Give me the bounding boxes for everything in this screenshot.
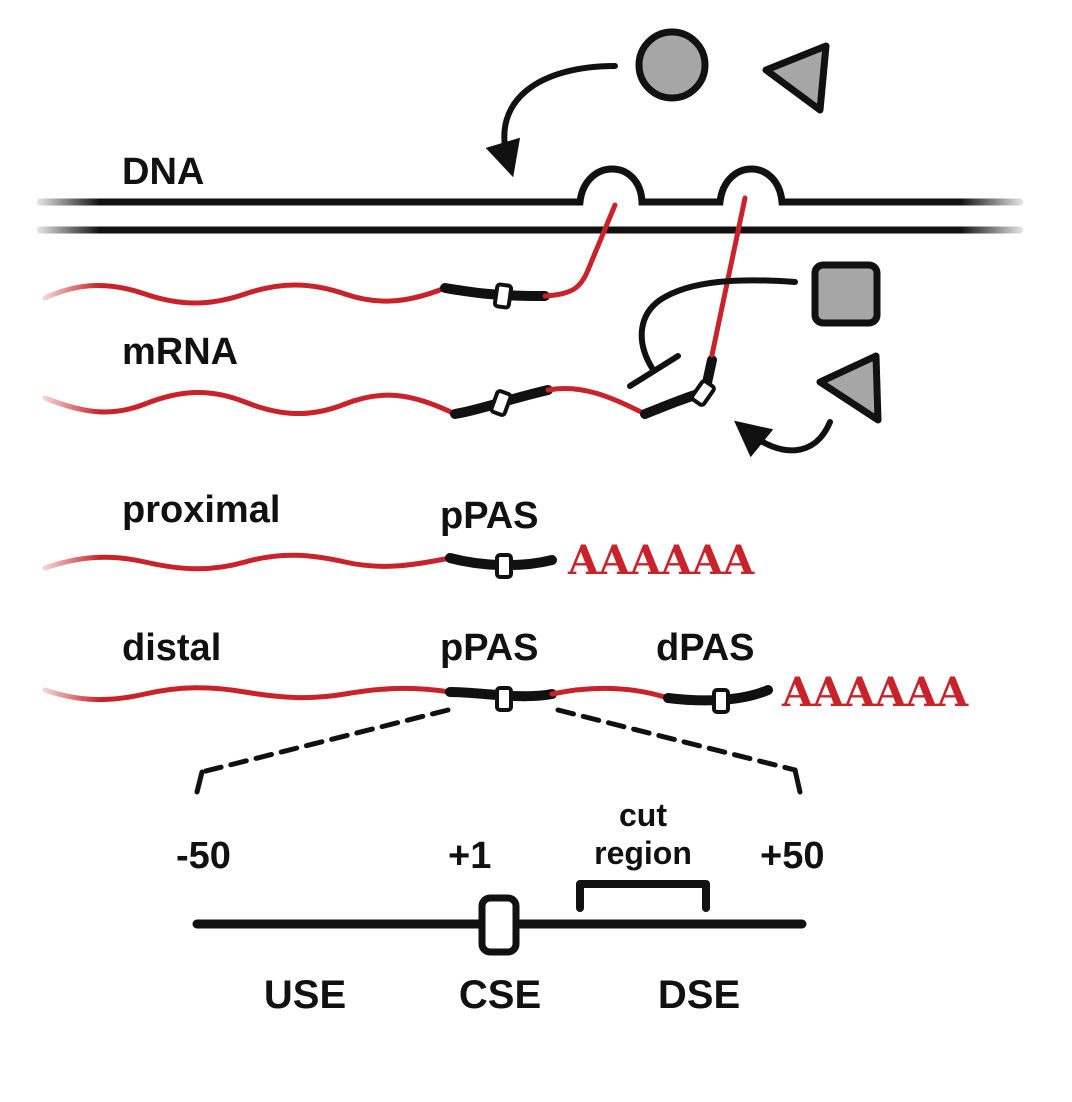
cse-box — [478, 894, 520, 956]
factor-tether-bar — [627, 353, 681, 389]
mrna-label: mRNA — [122, 331, 238, 373]
pas-element-line — [192, 894, 807, 956]
proximal-label: proximal — [122, 489, 280, 531]
cut-region-label-line2: region — [594, 835, 692, 871]
zoom-guides — [194, 707, 803, 795]
position-minus50: -50 — [176, 835, 231, 877]
cut-region-bracket — [576, 880, 710, 912]
polya-tail-distal: AAAAAA — [781, 669, 969, 716]
dna-label: DNA — [122, 151, 204, 193]
ppas-label-distal: pPAS — [440, 627, 539, 669]
proximal-isoform — [30, 545, 557, 585]
dse-label: DSE — [658, 973, 740, 1017]
factor-square — [811, 261, 881, 327]
dna-double-strand — [30, 165, 1030, 240]
cut-region-label-line1: cut — [619, 797, 667, 833]
recruitment-arrow-top — [485, 63, 618, 178]
position-plus50: +50 — [760, 835, 824, 877]
cse-label: CSE — [459, 973, 541, 1017]
recruitment-arrow-lower — [734, 419, 833, 458]
mrna-transcript-lower — [30, 195, 748, 425]
factor-circle — [635, 28, 709, 102]
factor-triangle-lower — [816, 352, 882, 424]
factor-triangle-top — [762, 42, 830, 114]
position-plus1: +1 — [448, 835, 491, 877]
polya-tail-proximal: AAAAAA — [567, 537, 755, 584]
dpas-label: dPAS — [656, 627, 755, 669]
ppas-label-proximal: pPAS — [440, 495, 539, 537]
distal-isoform — [30, 676, 773, 716]
mrna-transcript-upper — [30, 202, 618, 318]
use-label: USE — [264, 973, 346, 1017]
factor-square-tether — [638, 277, 798, 371]
distal-label: distal — [122, 627, 221, 669]
